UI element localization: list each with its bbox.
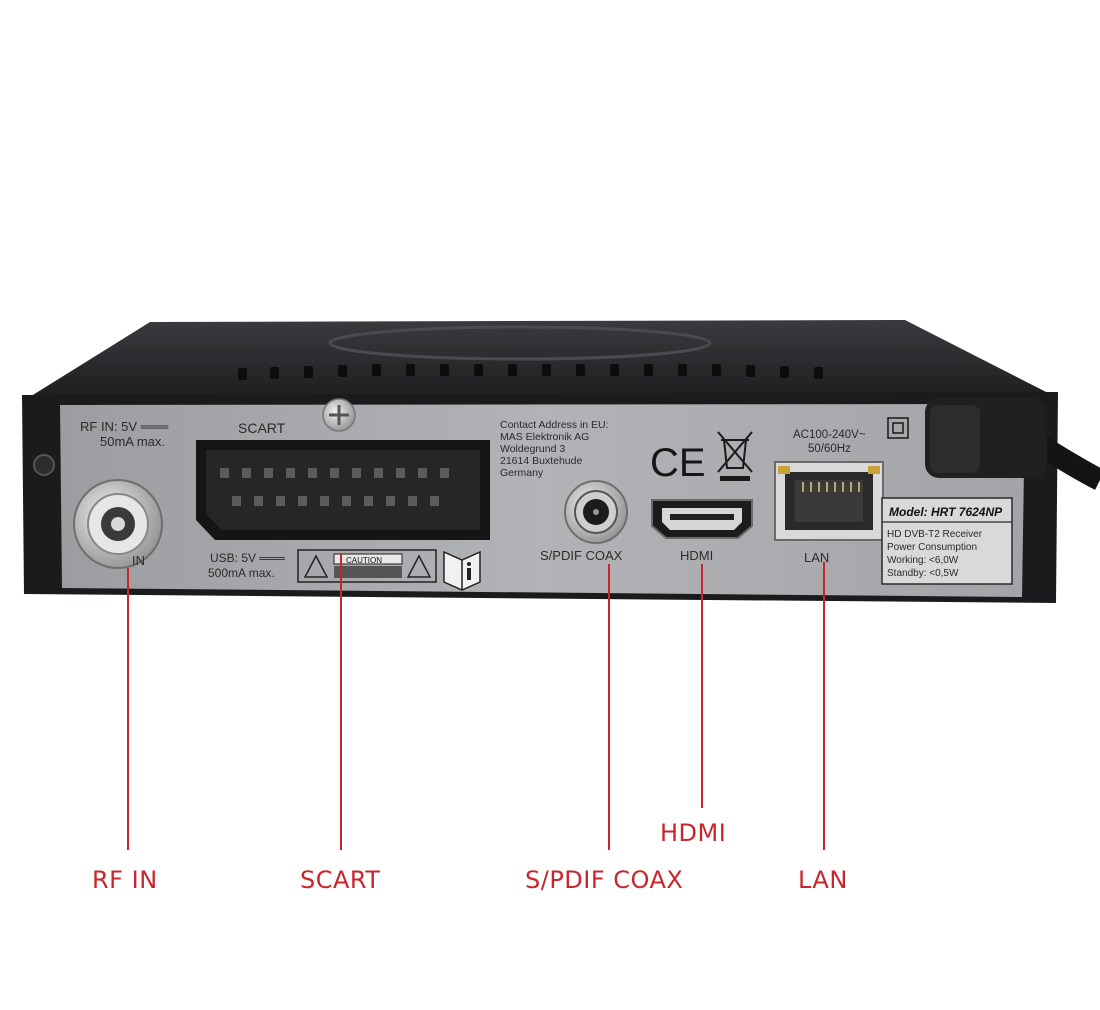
- panel-screw: [322, 398, 356, 432]
- scart-connector: [196, 440, 490, 540]
- model-label: Model: HRT 7624NP: [889, 505, 1003, 519]
- contact-country: Germany: [500, 467, 544, 479]
- power-consumption-label: Power Consumption: [887, 542, 977, 553]
- rf-spec-line-1: RF IN: 5V ═══: [80, 419, 169, 434]
- caution-title: CAUTION: [346, 556, 382, 565]
- usb-spec-line-1: USB: 5V ═══: [210, 551, 285, 565]
- spdif-leader-line: [608, 564, 610, 850]
- spdif-callout: S/PDIF COAX: [525, 866, 684, 894]
- scart-leader-line: [340, 554, 342, 850]
- hdmi-callout: HDMI: [660, 819, 727, 847]
- scart-callout: SCART: [300, 866, 381, 894]
- contact-title: Contact Address in EU:: [500, 419, 609, 431]
- contact-city: 21614 Buxtehude: [500, 455, 582, 467]
- lan-leader-line: [823, 562, 825, 850]
- spdif-port-label: S/PDIF COAX: [540, 548, 623, 563]
- manual-info-icon: [443, 550, 481, 591]
- power-cord: [925, 398, 1100, 490]
- standby-power: Standby: <0,5W: [887, 568, 959, 579]
- rf-in-connector: [73, 479, 163, 569]
- scart-panel-label: SCART: [238, 420, 286, 436]
- rf-port-label: IN: [132, 553, 145, 568]
- lan-connector: [774, 461, 884, 541]
- rf-spec-line-2: 50mA max.: [100, 434, 165, 449]
- lan-callout: LAN: [798, 866, 848, 894]
- hdmi-port-label: HDMI: [680, 548, 713, 563]
- spdif-coax-connector: [564, 480, 628, 544]
- hdmi-leader-line: [701, 564, 703, 808]
- caution-sticker: CAUTION: [297, 549, 437, 583]
- ce-mark: CE: [650, 441, 706, 485]
- hdmi-connector: [651, 499, 753, 539]
- usb-spec-line-2: 500mA max.: [208, 566, 275, 580]
- power-spec-line-1: AC100-240V~: [793, 429, 866, 441]
- casing-screw: [33, 454, 55, 476]
- power-spec-line-2: 50/60Hz: [808, 443, 851, 455]
- model-sticker: [881, 497, 1013, 585]
- vent-slots: [238, 364, 823, 380]
- weee-bin-icon: [717, 431, 753, 481]
- contact-company: MAS Elektronik AG: [500, 431, 589, 443]
- top-logo-emboss: [328, 325, 712, 361]
- working-power: Working: <6,0W: [887, 555, 959, 566]
- contact-street: Woldegrund 3: [500, 443, 565, 455]
- lan-port-label: LAN: [804, 550, 829, 565]
- rf-in-leader-line: [127, 568, 129, 850]
- rf-in-callout: RF IN: [92, 866, 158, 894]
- model-description: HD DVB-T2 Receiver: [887, 529, 983, 540]
- double-insulation-icon: [887, 417, 909, 439]
